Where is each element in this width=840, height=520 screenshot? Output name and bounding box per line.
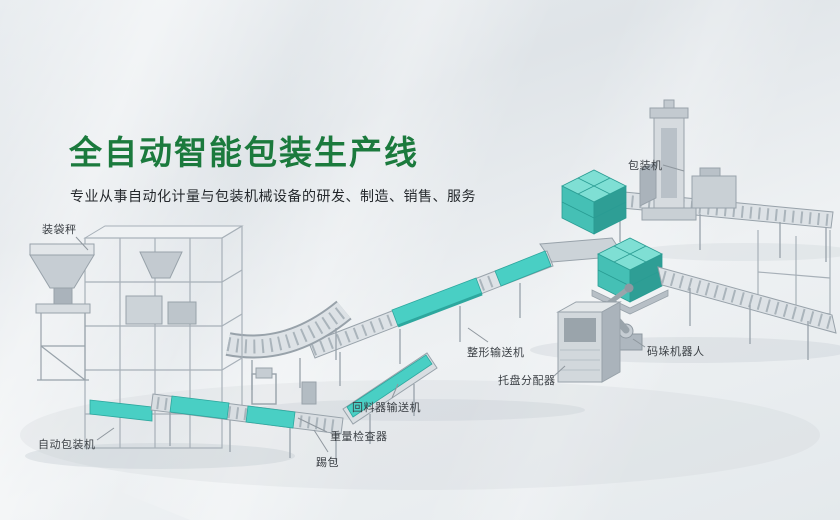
box-stack-upper	[561, 169, 627, 235]
label-palletizing-robot: 码垛机器人	[647, 346, 705, 358]
bagging-scale-machine	[29, 243, 95, 381]
packing-machine-tower	[639, 99, 697, 221]
return-feeder-conveyor-machine	[342, 352, 438, 444]
label-auto-packing-machine: 自动包装机	[38, 439, 96, 451]
bottom-conveyor	[150, 367, 344, 462]
label-kick-bag: 踢包	[316, 457, 339, 469]
label-bagging-scale: 装袋秤	[42, 224, 77, 236]
main-roller-conveyor	[308, 250, 554, 386]
page-title: 全自动智能包装生产线	[69, 134, 419, 171]
label-shaping-conveyor: 整形输送机	[467, 347, 525, 359]
auto-packer-machine	[83, 225, 244, 449]
outfeed-conveyor-lower	[657, 266, 837, 360]
label-return-feeder-conveyor: 回料器输送机	[352, 402, 421, 414]
curve-conveyor	[225, 300, 352, 390]
label-weight-checker: 重量检查器	[330, 431, 388, 443]
pallet-dispenser-machine	[556, 301, 622, 383]
page-subtitle: 专业从事自动化计量与包装机械设备的研发、制造、销售、服务	[70, 188, 476, 204]
label-pallet-dispenser: 托盘分配器	[498, 375, 556, 387]
box-stack-lower	[591, 237, 669, 315]
label-leader-lines	[75, 164, 685, 453]
label-packing-machine: 包装机	[628, 160, 663, 172]
